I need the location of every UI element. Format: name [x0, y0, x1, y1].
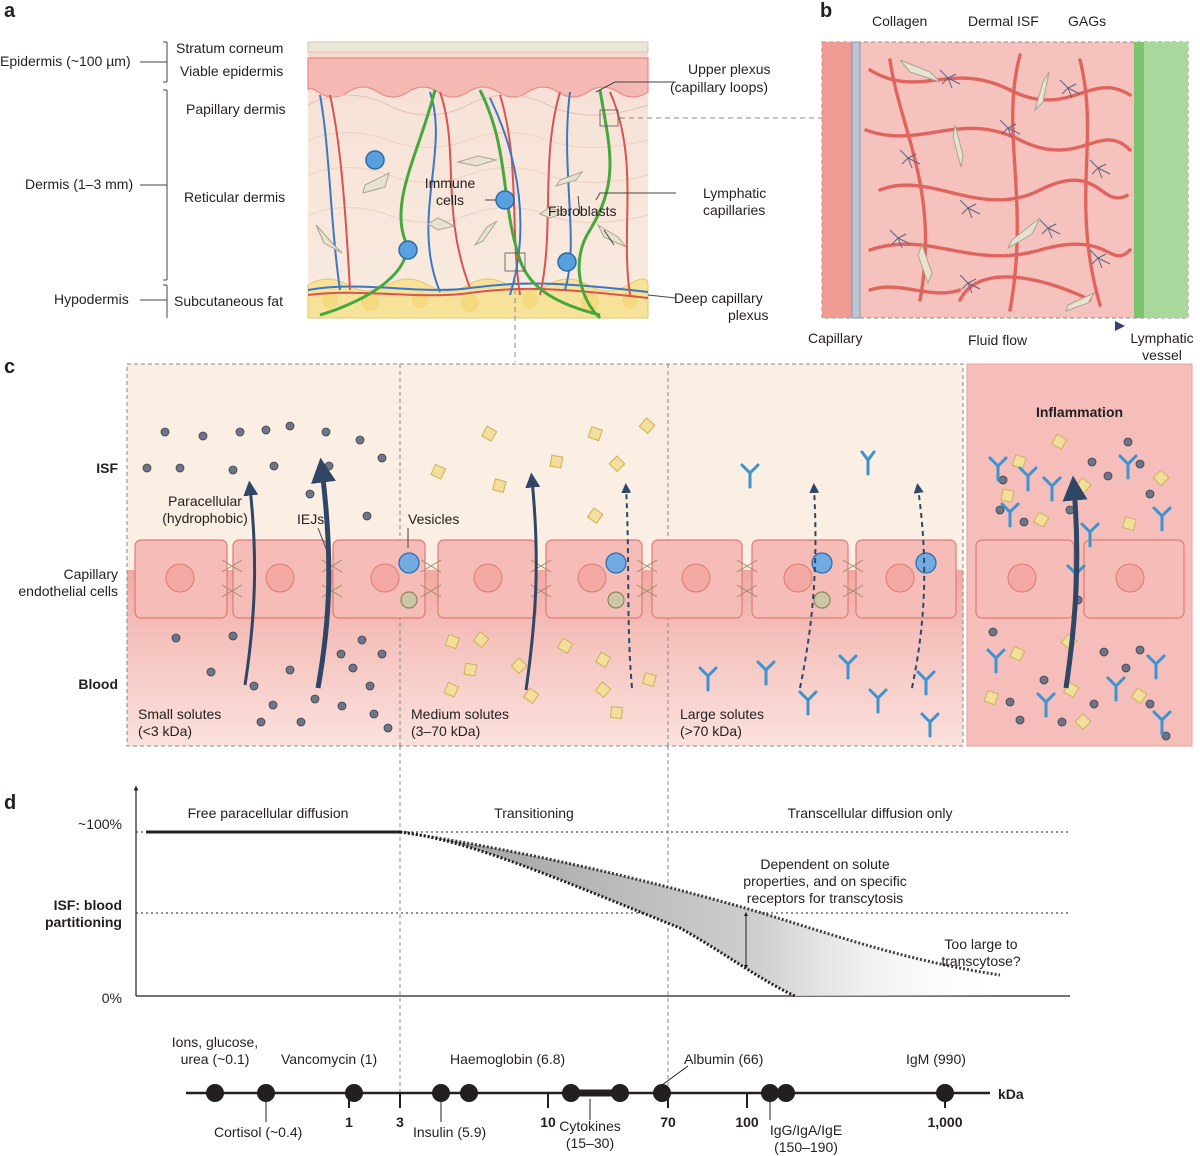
tick-10: 10: [540, 1114, 556, 1130]
collagen-label: Collagen: [872, 13, 928, 29]
dependent-note-2: properties, and on specific: [743, 873, 907, 889]
paracellular-label-1: Paracellular: [168, 493, 242, 509]
insulin-marker-label: Insulin (5.9): [413, 1124, 487, 1140]
too-large-note-2: transcytose?: [941, 953, 1021, 969]
fluid-flow-label: Fluid flow: [968, 332, 1028, 348]
paracellular-label-2: (hydrophobic): [162, 510, 248, 526]
panel-a-brackets: [140, 41, 168, 318]
tick-70: 70: [660, 1114, 676, 1130]
ions-marker-label-1: Ions, glucose,: [171, 1034, 259, 1050]
dependent-note-1: Dependent on solute: [760, 856, 890, 872]
medium-solutes-label-2: (3–70 kDa): [411, 723, 481, 739]
epidermis-label: Epidermis (~100 µm): [0, 53, 131, 69]
papillary-dermis-label: Papillary dermis: [186, 101, 286, 117]
deep-plexus-label-1: Deep capillary: [674, 290, 763, 306]
panel-a-pointers: [485, 81, 677, 299]
large-solutes-label-1: Large solutes: [680, 706, 765, 722]
panel-d-molecular-weight-axis: [186, 1065, 990, 1122]
vesicles-label: Vesicles: [408, 511, 460, 527]
lymphatic-capillaries-label-2: capillaries: [703, 202, 766, 218]
dermis-label: Dermis (1–3 mm): [25, 176, 134, 192]
too-large-note-1: Too large to: [944, 936, 1018, 952]
cortisol-marker-label: Cortisol (~0.4): [214, 1124, 303, 1140]
igg-marker-label-2: (150–190): [774, 1139, 838, 1155]
capillary-label: Capillary: [808, 330, 863, 346]
gags-label: GAGs: [1068, 13, 1107, 29]
lymphatic-capillaries-label-1: Lymphatic: [703, 185, 767, 201]
immune-cells-label-2: cells: [435, 192, 464, 208]
panel-b-isf-illustration: [821, 41, 1189, 331]
inflammation-label: Inflammation: [1035, 404, 1124, 420]
panel-b-letter: b: [820, 0, 833, 22]
cytokines-marker-label-2: (15–30): [565, 1135, 615, 1151]
tick-3: 3: [396, 1114, 404, 1130]
tick-1: 1: [345, 1114, 353, 1130]
y-axis-top-label: ~100%: [78, 816, 122, 832]
capillary-loops-label: (capillary loops): [670, 79, 769, 95]
ions-marker-label-2: urea (~0.1): [180, 1051, 250, 1067]
transcellular-region-label: Transcellular diffusion only: [787, 805, 953, 821]
viable-epidermis-label: Viable epidermis: [180, 63, 284, 79]
haemoglobin-marker-label: Haemoglobin (6.8): [450, 1051, 566, 1067]
blood-row-label: Blood: [78, 676, 118, 692]
y-axis-title-2: partitioning: [45, 914, 122, 930]
tick-1000: 1,000: [927, 1114, 963, 1130]
small-solutes-label-1: Small solutes: [138, 706, 222, 722]
lymphatic-vessel-label-1: Lymphatic: [1130, 330, 1194, 346]
igg-marker-label-1: IgG/IgA/IgE: [769, 1122, 843, 1138]
upper-plexus-label: Upper plexus: [688, 61, 771, 77]
panel-c-inflammation-illustration: [966, 363, 1193, 747]
panel-d-letter: d: [4, 792, 17, 814]
vancomycin-marker-label: Vancomycin (1): [281, 1051, 378, 1067]
isf-row-label: ISF: [96, 460, 118, 476]
deep-plexus-label-2: plexus: [728, 307, 769, 323]
panel-a-skin-illustration: [307, 41, 649, 320]
stratum-corneum-label: Stratum corneum: [176, 40, 284, 56]
y-axis-bottom-label: 0%: [101, 990, 122, 1006]
hypodermis-label: Hypodermis: [54, 291, 129, 307]
lymphatic-vessel-label-2: vessel: [1142, 347, 1182, 363]
panel-c-letter: c: [4, 356, 16, 378]
large-solutes-label-2: (>70 kDa): [680, 723, 742, 739]
panel-d-partition-plot: [133, 746, 1070, 1100]
albumin-marker-label: Albumin (66): [684, 1051, 764, 1067]
transitioning-region-label: Transitioning: [494, 805, 574, 821]
dependent-note-3: receptors for transcytosis: [746, 890, 904, 906]
subcutaneous-fat-label: Subcutaneous fat: [174, 293, 283, 309]
panel-c-endothelium-illustration: [126, 363, 964, 747]
y-axis-title-1: ISF: blood: [53, 897, 122, 913]
fibroblasts-label: Fibroblasts: [548, 203, 617, 219]
cytokines-marker-label-1: Cytokines: [559, 1118, 621, 1134]
panel-a-letter: a: [4, 0, 16, 22]
medium-solutes-label-1: Medium solutes: [411, 706, 510, 722]
endothelial-row-label-1: Capillary: [63, 566, 118, 582]
tick-100: 100: [735, 1114, 759, 1130]
kda-axis-unit: kDa: [998, 1086, 1024, 1102]
small-solutes-label-2: (<3 kDa): [138, 723, 193, 739]
free-diffusion-region-label: Free paracellular diffusion: [187, 805, 349, 821]
dermal-isf-label: Dermal ISF: [968, 13, 1039, 29]
igm-marker-label: IgM (990): [906, 1051, 966, 1067]
reticular-dermis-label: Reticular dermis: [184, 189, 286, 205]
immune-cells-label-1: Immune: [424, 175, 476, 191]
endothelial-row-label-2: endothelial cells: [18, 583, 118, 599]
iejs-label: IEJs: [297, 511, 325, 527]
